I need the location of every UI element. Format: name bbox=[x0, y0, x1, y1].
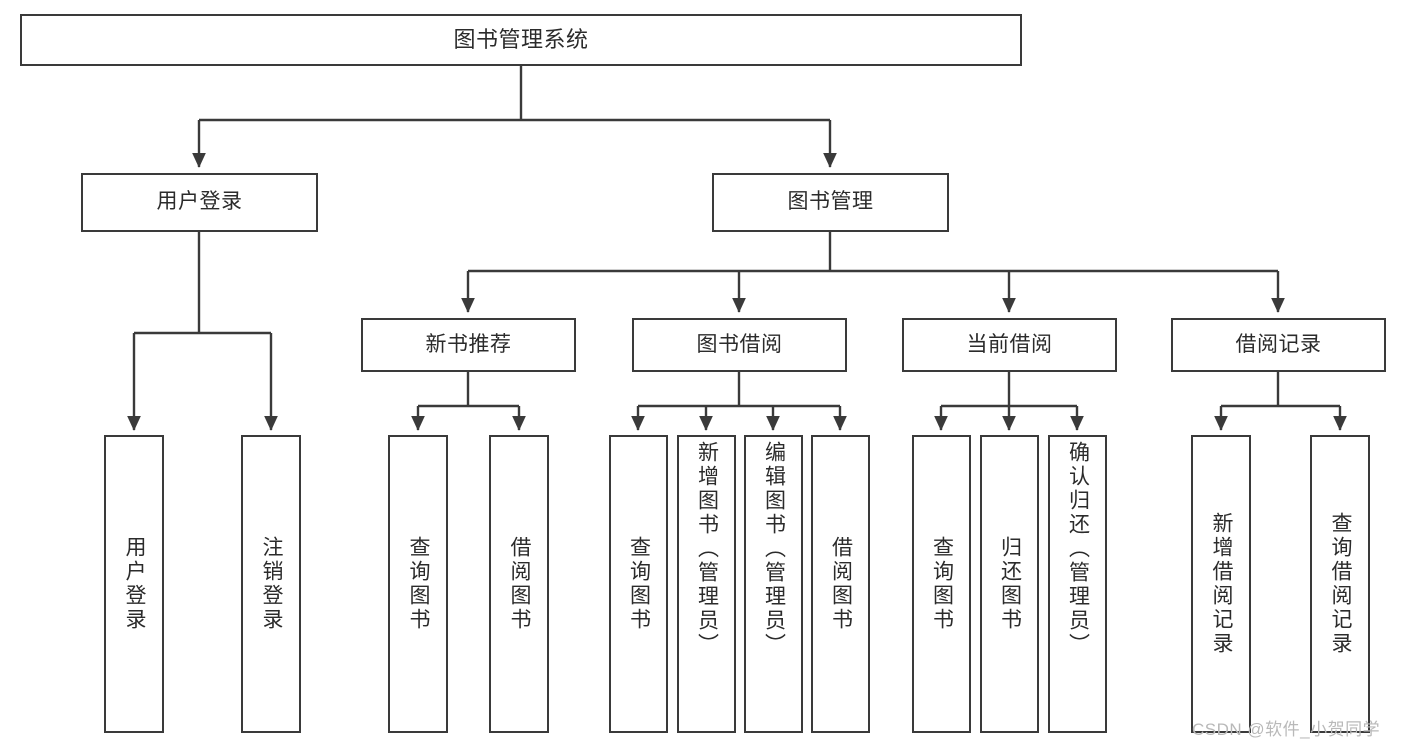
node-book-borrow-label: 图书借阅 bbox=[696, 332, 783, 356]
node-current-borrow[interactable]: 当前借阅 bbox=[902, 318, 1117, 372]
node-current-borrow-label: 当前借阅 bbox=[966, 332, 1053, 356]
node-borrow-record[interactable]: 借阅记录 bbox=[1171, 318, 1386, 372]
node-root-label: 图书管理系统 bbox=[453, 27, 589, 53]
node-root-book-management-system[interactable]: 图书管理系统 bbox=[20, 14, 1022, 66]
node-leaf-edit-book[interactable]: 编辑图书（管理员） bbox=[744, 435, 803, 733]
node-leaf-borrow-book-recommend[interactable]: 借阅图书 bbox=[489, 435, 549, 733]
node-leaf-add-book-label: 新增图书（管理员） bbox=[695, 441, 719, 657]
node-book-management-label: 图书管理 bbox=[787, 190, 874, 214]
node-leaf-borrow-book-label: 借阅图书 bbox=[829, 536, 853, 632]
csdn-watermark: CSDN @软件_小贺同学 bbox=[1192, 720, 1381, 739]
node-leaf-user-logout-label: 注销登录 bbox=[260, 536, 284, 632]
node-borrow-record-label: 借阅记录 bbox=[1235, 332, 1322, 356]
node-book-borrow[interactable]: 图书借阅 bbox=[632, 318, 847, 372]
node-leaf-query-book-current[interactable]: 查询图书 bbox=[912, 435, 971, 733]
node-leaf-query-book-current-label: 查询图书 bbox=[930, 536, 954, 632]
node-leaf-user-login[interactable]: 用户登录 bbox=[104, 435, 164, 733]
node-leaf-query-book-borrow[interactable]: 查询图书 bbox=[609, 435, 668, 733]
node-leaf-query-book-recommend[interactable]: 查询图书 bbox=[388, 435, 448, 733]
node-leaf-query-borrow-record-label: 查询借阅记录 bbox=[1329, 512, 1353, 656]
node-new-book-recommend[interactable]: 新书推荐 bbox=[361, 318, 576, 372]
node-leaf-edit-book-label: 编辑图书（管理员） bbox=[762, 441, 786, 657]
node-user-login[interactable]: 用户登录 bbox=[81, 173, 318, 232]
node-leaf-borrow-book-recommend-label: 借阅图书 bbox=[508, 536, 532, 632]
node-leaf-return-book-label: 归还图书 bbox=[998, 536, 1022, 632]
node-leaf-return-book[interactable]: 归还图书 bbox=[980, 435, 1039, 733]
node-leaf-add-book[interactable]: 新增图书（管理员） bbox=[677, 435, 736, 733]
node-leaf-query-book-borrow-label: 查询图书 bbox=[627, 536, 651, 632]
node-book-management[interactable]: 图书管理 bbox=[712, 173, 949, 232]
node-leaf-borrow-book[interactable]: 借阅图书 bbox=[811, 435, 870, 733]
node-new-book-recommend-label: 新书推荐 bbox=[425, 332, 512, 356]
node-leaf-add-borrow-record-label: 新增借阅记录 bbox=[1210, 512, 1234, 656]
node-leaf-confirm-return[interactable]: 确认归还（管理员） bbox=[1048, 435, 1107, 733]
node-leaf-add-borrow-record[interactable]: 新增借阅记录 bbox=[1191, 435, 1251, 733]
node-leaf-query-book-recommend-label: 查询图书 bbox=[407, 536, 431, 632]
node-leaf-user-logout[interactable]: 注销登录 bbox=[241, 435, 301, 733]
node-leaf-query-borrow-record[interactable]: 查询借阅记录 bbox=[1310, 435, 1370, 733]
node-leaf-user-login-label: 用户登录 bbox=[123, 536, 147, 632]
node-leaf-confirm-return-label: 确认归还（管理员） bbox=[1066, 441, 1090, 657]
node-user-login-label: 用户登录 bbox=[156, 190, 243, 214]
